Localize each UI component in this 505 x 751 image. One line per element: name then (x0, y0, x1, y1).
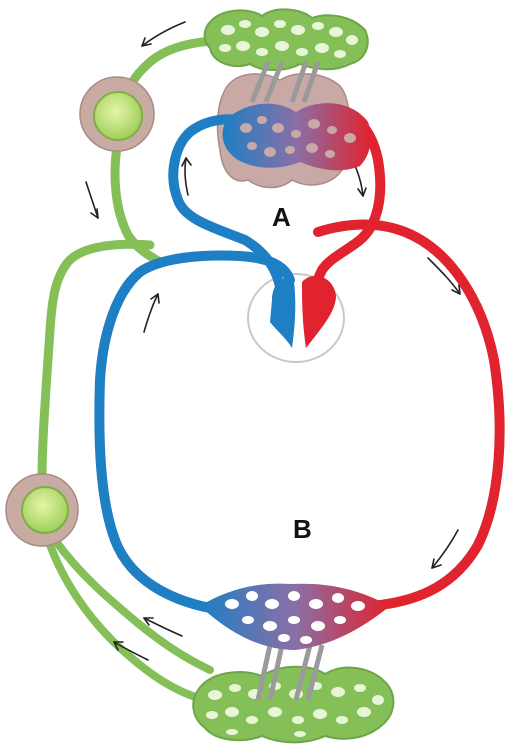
label-a: A (272, 204, 291, 230)
arrow-icon (86, 182, 98, 218)
lymph-capillaries-top (205, 9, 368, 70)
systemic-capillaries (200, 584, 390, 650)
lymph-node-lower (6, 474, 78, 546)
label-b: B (293, 516, 312, 542)
lymph-capillaries-bottom (193, 667, 393, 743)
arrow-icon (356, 168, 366, 196)
systemic-artery (318, 225, 500, 606)
arrow-icon (144, 294, 159, 332)
arrow-icon (432, 530, 458, 568)
arrow-icon (182, 158, 191, 195)
lymph-node-upper (80, 77, 154, 151)
pulmonary-capillaries (223, 103, 371, 170)
